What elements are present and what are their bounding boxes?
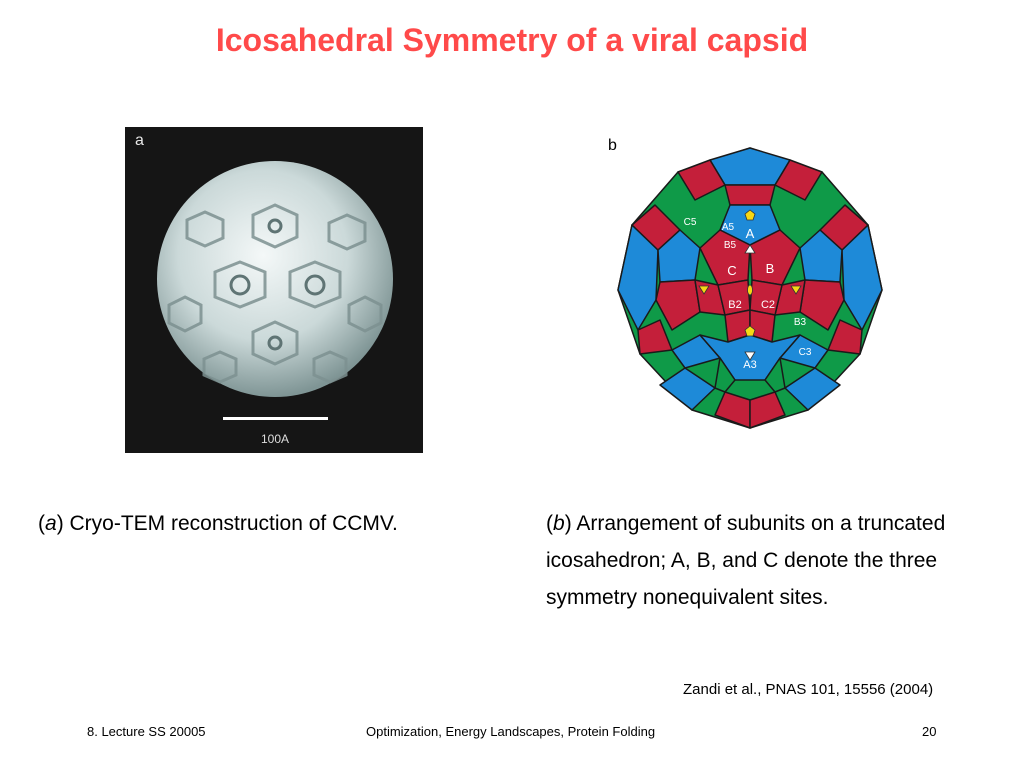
site-label: C5 xyxy=(684,217,697,228)
truncated-icosahedron-diagram: b xyxy=(600,130,900,435)
caption-a: (a) Cryo-TEM reconstruction of CCMV. xyxy=(38,512,398,535)
footer-page-number: 20 xyxy=(922,724,937,739)
caption-b-text: Arrangement of subunits on a truncated i… xyxy=(546,512,946,609)
site-label: A5 xyxy=(722,222,735,233)
site-label: B xyxy=(766,261,775,276)
scale-bar-label: 100A xyxy=(261,432,289,446)
symmetry-markers xyxy=(698,209,802,361)
slide-title: Icosahedral Symmetry of a viral capsid xyxy=(215,22,809,58)
footer-topic: Optimization, Energy Landscapes, Protein… xyxy=(366,724,656,739)
site-label: C2 xyxy=(761,299,775,311)
site-label: C xyxy=(727,263,736,278)
footer-lecture: 8. Lecture SS 20005 xyxy=(87,724,206,739)
site-label: C3 xyxy=(799,347,812,358)
site-label: B3 xyxy=(794,317,807,328)
panel-label-b: b xyxy=(608,137,617,154)
capsid-particle xyxy=(157,161,393,397)
caption-b: (b) Arrangement of subunits on a truncat… xyxy=(546,512,946,609)
panel-label-a: a xyxy=(135,132,144,149)
scale-bar xyxy=(223,417,328,420)
site-label: A xyxy=(746,226,755,241)
cryo-tem-image: a 100A xyxy=(125,127,423,453)
caption-a-letter: a xyxy=(45,512,57,535)
site-label: B5 xyxy=(724,240,737,251)
caption-b-letter: b xyxy=(553,512,565,535)
caption-a-text: Cryo-TEM reconstruction of CCMV. xyxy=(69,512,398,535)
reference-citation: Zandi et al., PNAS 101, 15556 (2004) xyxy=(683,681,934,698)
site-label: A3 xyxy=(743,359,756,371)
site-label: B2 xyxy=(728,299,741,311)
